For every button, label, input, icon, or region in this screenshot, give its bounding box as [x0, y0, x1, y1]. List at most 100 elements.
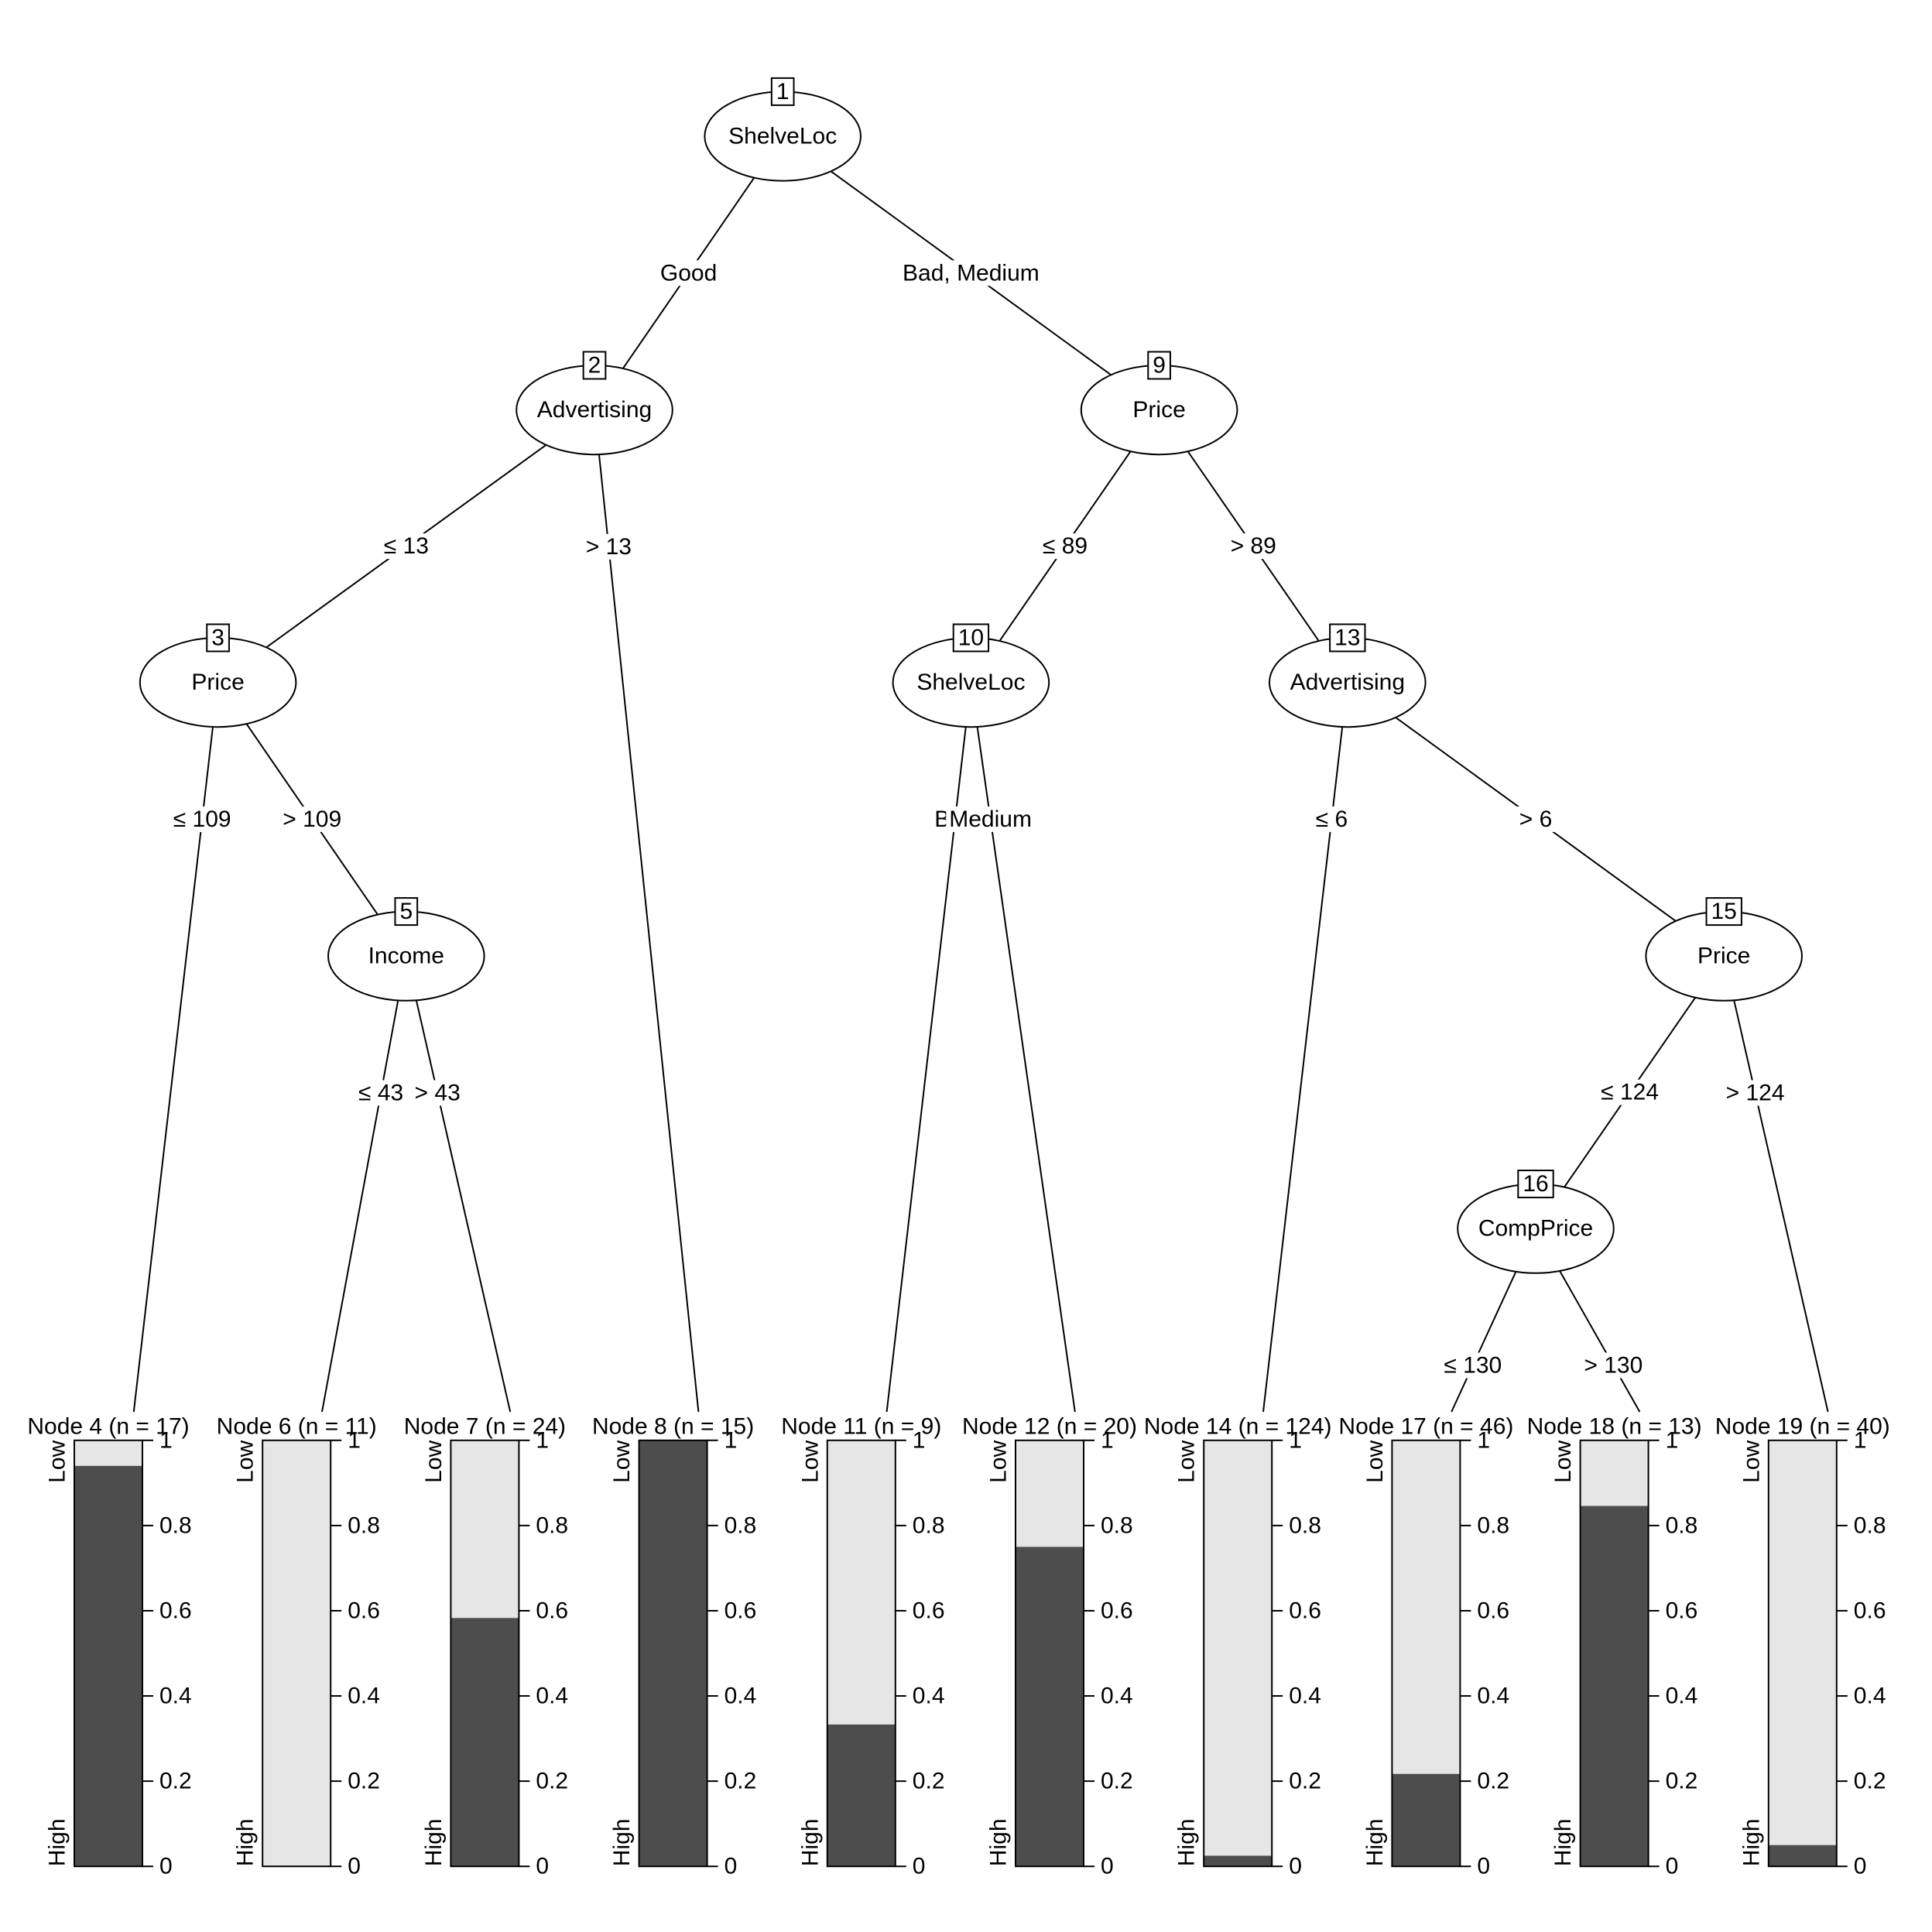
axis-tick-label: 0.4	[159, 1684, 192, 1709]
axis-tick-label: 0.2	[1854, 1769, 1886, 1794]
bar-segment-high	[1204, 1855, 1273, 1867]
node-split-variable: Advertising	[1290, 670, 1405, 695]
edge-label-13-15: > 6	[1519, 807, 1553, 832]
class-label-high: High	[797, 1818, 823, 1866]
bar-segment-low	[1016, 1440, 1084, 1547]
axis-tick-label: 0.6	[348, 1598, 380, 1623]
edge-2-8	[598, 454, 700, 1413]
edge-label-16-17: ≤ 130	[1444, 1353, 1502, 1379]
node-split-variable: Price	[1697, 944, 1750, 969]
class-label-low: Low	[1174, 1440, 1200, 1482]
axis-tick-label: 0	[1477, 1854, 1490, 1879]
edge-5-6	[321, 1000, 399, 1413]
inner-node-3: Price 3	[139, 623, 297, 728]
axis-tick-label: 0	[159, 1854, 173, 1879]
edge-10-11	[886, 726, 967, 1413]
axis-tick-label: 0.8	[348, 1512, 380, 1538]
bar-frame	[1015, 1439, 1084, 1868]
edge-label-bg-16-18	[1581, 1352, 1646, 1379]
class-label-high: High	[1362, 1818, 1388, 1866]
edge-label-9-10: ≤ 89	[1043, 533, 1088, 559]
axis-tick-label: 0.2	[913, 1769, 945, 1794]
axis-tick-label: 0.8	[159, 1512, 192, 1538]
edge-label-bg-9-13	[1227, 533, 1279, 560]
class-label-high: High	[233, 1818, 259, 1866]
edge-5-7	[415, 1000, 512, 1413]
bar-segment-low	[1768, 1440, 1837, 1845]
node-id-box	[394, 897, 419, 927]
axis-tick-label: 0	[724, 1854, 738, 1879]
edge-16-18	[1559, 1270, 1641, 1413]
edge-label-bg-3-5	[279, 806, 345, 832]
bar-frame	[74, 1439, 143, 1868]
axis-tick-label: 0	[1289, 1854, 1302, 1879]
axis-tick-label: 0.4	[724, 1684, 757, 1709]
axis-tick-label: 0.8	[913, 1512, 945, 1538]
bar-frame	[262, 1439, 332, 1868]
bar-segment-low	[1392, 1440, 1461, 1774]
edge-label-16-18: > 130	[1584, 1353, 1643, 1379]
edge-16-17	[1451, 1271, 1517, 1413]
axis-tick-label: 0	[1854, 1854, 1867, 1879]
edge-label-3-5: > 109	[283, 807, 341, 832]
class-label-high: High	[45, 1818, 70, 1866]
axis-tick-label: 0	[348, 1854, 361, 1879]
axis-tick-label: 1	[913, 1427, 926, 1453]
bar-segment-high	[1016, 1547, 1084, 1867]
edge-label-5-6: ≤ 43	[358, 1081, 403, 1106]
node-id-label: 16	[1523, 1171, 1548, 1197]
axis-tick-label: 0.4	[913, 1684, 945, 1709]
node-id-box	[770, 77, 795, 106]
node-id-box	[1329, 623, 1366, 653]
axis-tick-label: 0.4	[1289, 1684, 1321, 1709]
class-label-low: Low	[233, 1440, 259, 1482]
edge-label-bg-15-16	[1598, 1079, 1663, 1105]
bar-segment-low	[827, 1440, 896, 1725]
node-split-variable: Price	[191, 670, 244, 695]
node-id-label: 3	[211, 625, 224, 651]
class-label-low: Low	[1738, 1440, 1764, 1482]
edge-label-bg-1-9	[899, 260, 1043, 286]
axis-tick-label: 0.2	[1666, 1769, 1698, 1794]
class-label-low: Low	[986, 1440, 1012, 1482]
bar-segment-low	[262, 1440, 331, 1867]
axis-tick-label: 0.6	[913, 1598, 945, 1623]
class-label-high: High	[986, 1818, 1012, 1866]
edge-label-bg-2-3	[380, 533, 432, 560]
node-split-variable: ShelveLoc	[728, 124, 837, 149]
node-id-label: 5	[399, 899, 413, 924]
edge-label-1-2: Good	[660, 260, 717, 286]
axis-tick-label: 1	[724, 1427, 738, 1453]
leaf-title: Node 11 (n = 9)	[781, 1414, 941, 1440]
axis-tick-label: 1	[1477, 1427, 1490, 1453]
node-id-box	[206, 623, 230, 653]
node-split-variable: Price	[1132, 397, 1185, 423]
edge-label-bg-13-14	[1312, 806, 1351, 832]
class-label-high: High	[421, 1818, 447, 1866]
bar-segment-high	[450, 1618, 519, 1867]
bar-segment-high	[827, 1724, 896, 1867]
axis-tick-label: 0.4	[348, 1684, 380, 1709]
class-label-low: Low	[421, 1440, 447, 1482]
axis-tick-label: 0.8	[1477, 1512, 1509, 1538]
class-label-low: Low	[1362, 1440, 1388, 1482]
leaf-title: Node 19 (n = 40)	[1715, 1414, 1890, 1440]
axis-tick-label: 0.2	[1289, 1769, 1321, 1794]
axis-tick-label: 0.2	[159, 1769, 192, 1794]
edge-label-1-9: Bad, Medium	[903, 260, 1040, 286]
axis-tick-label: 0	[1666, 1854, 1679, 1879]
axis-tick-label: 0.4	[1854, 1684, 1886, 1709]
class-label-low: Low	[1550, 1440, 1576, 1482]
axis-tick-label: 1	[1289, 1427, 1302, 1453]
leaf-title: Node 4 (n = 17)	[27, 1414, 189, 1440]
